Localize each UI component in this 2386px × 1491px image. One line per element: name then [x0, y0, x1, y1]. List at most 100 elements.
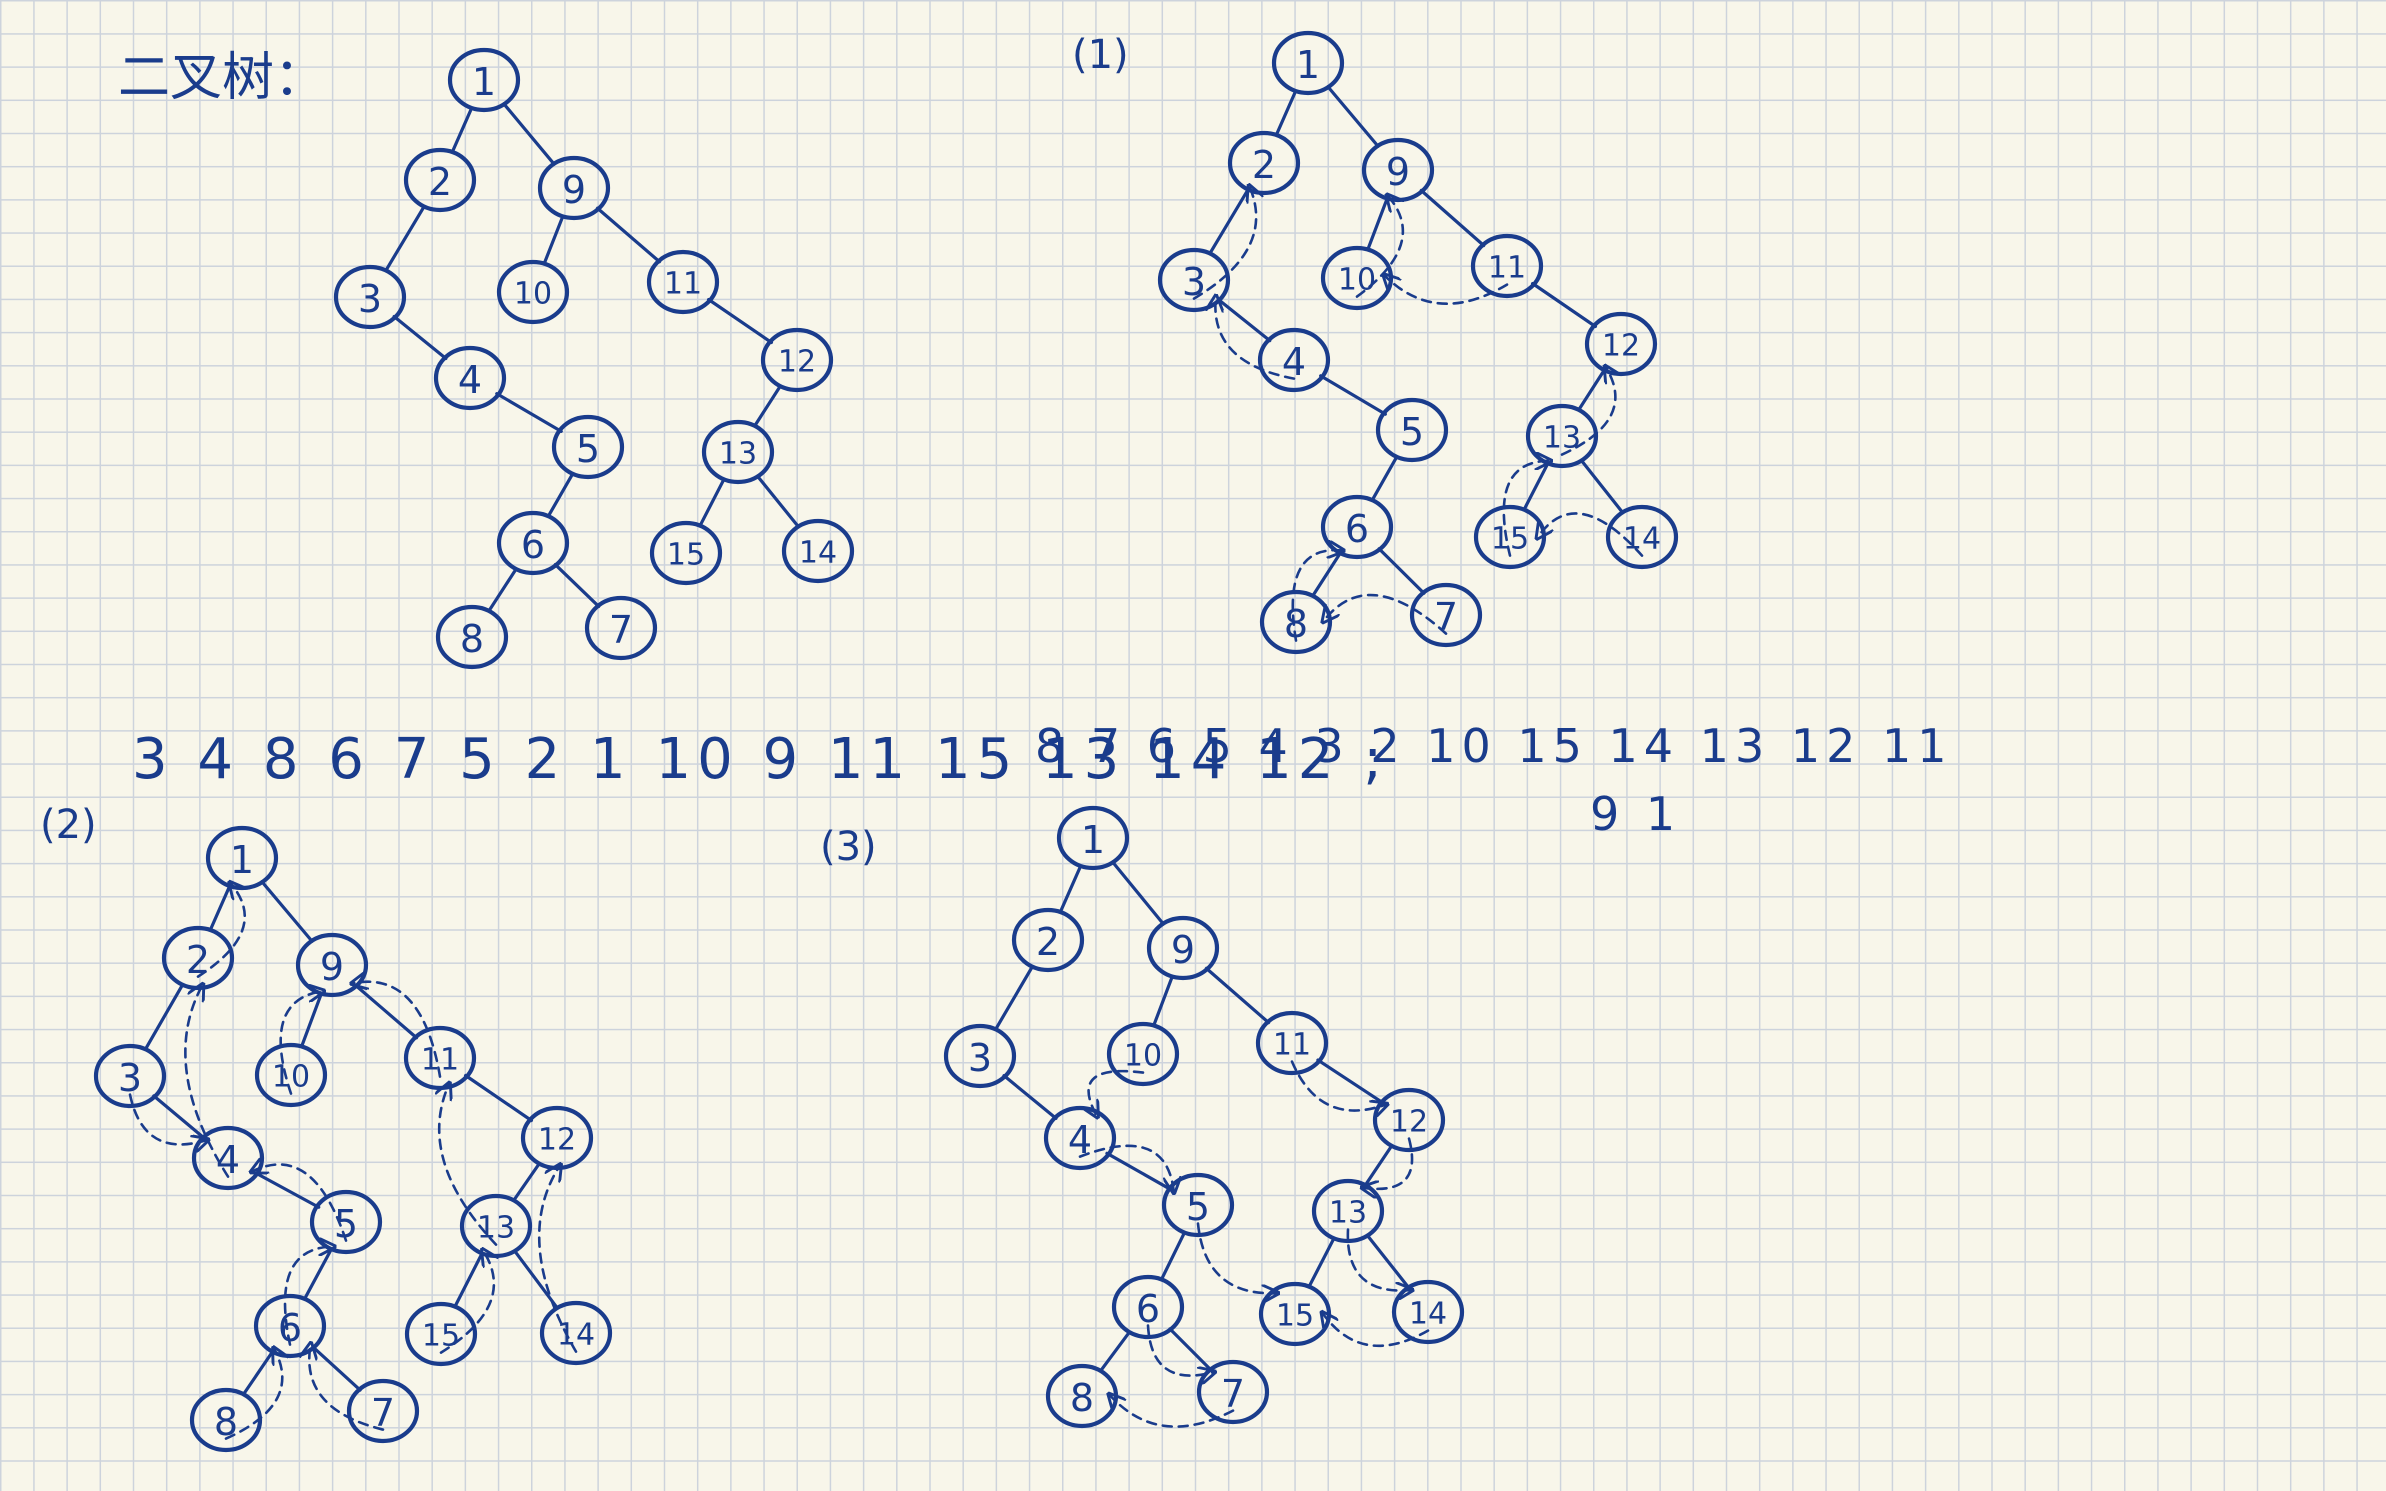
tree-node: 4 — [191, 1125, 265, 1191]
thread-pointer — [224, 1349, 282, 1440]
tree-node: 11 — [403, 1025, 477, 1091]
thread-pointer — [1291, 550, 1342, 642]
node-label: 10 — [1124, 1039, 1162, 1074]
thread-pointer — [1215, 297, 1296, 380]
node-label: 10 — [1338, 263, 1376, 298]
thread-pointer — [1146, 1324, 1213, 1376]
node-circle — [1361, 137, 1435, 203]
node-label: 3 — [118, 1056, 142, 1100]
tree-node: 11 — [646, 249, 720, 315]
thread-pointer — [439, 1084, 498, 1246]
node-label: 7 — [371, 1391, 395, 1435]
tree-edge — [512, 1161, 541, 1203]
tree-node: 1 — [205, 825, 279, 891]
tree-node: 9 — [1361, 137, 1435, 203]
thread-pointer — [1560, 367, 1615, 456]
tree-edge — [706, 297, 774, 345]
thread-pointer — [1355, 196, 1403, 298]
node-label: 13 — [719, 437, 757, 472]
tree-node: 8 — [1259, 589, 1333, 655]
node-circle — [1584, 311, 1658, 377]
tree-node: 4 — [1257, 327, 1331, 393]
node-circle — [1473, 504, 1547, 570]
tree-node: 9 — [537, 155, 611, 221]
node-circle — [1257, 327, 1331, 393]
node-circle — [254, 1042, 328, 1108]
node-circle — [403, 1025, 477, 1091]
tree-edge — [1366, 197, 1389, 251]
node-label: 8 — [1070, 1376, 1094, 1420]
node-label: 12 — [1602, 329, 1640, 364]
node-label: 12 — [1390, 1105, 1428, 1140]
node-circle — [1470, 233, 1544, 299]
node-circle — [1227, 130, 1301, 196]
tree-edge — [311, 1345, 362, 1392]
tree-edge — [253, 1171, 321, 1209]
tree-edge — [1370, 455, 1399, 502]
tree-node: 14 — [781, 518, 855, 584]
node-label: 14 — [557, 1318, 595, 1353]
tree-edge — [542, 215, 565, 265]
thread-pointer — [283, 1247, 333, 1346]
tree-node: 9 — [1146, 915, 1220, 981]
tree-edge — [450, 106, 474, 154]
node-label: 11 — [1273, 1028, 1311, 1063]
node-circle — [161, 925, 235, 991]
node-label: 14 — [1409, 1297, 1447, 1332]
tree-edge — [502, 102, 556, 166]
node-label: 12 — [778, 345, 816, 380]
tree-edge — [453, 1252, 484, 1308]
node-label: 15 — [422, 1319, 460, 1354]
tree-edge — [753, 384, 782, 428]
node-circle — [1196, 1359, 1270, 1425]
node-label: 4 — [1068, 1118, 1092, 1162]
node-circle — [1525, 403, 1599, 469]
tree-node: 15 — [1258, 1281, 1332, 1347]
tree-node: 12 — [1584, 311, 1658, 377]
tree-node: 8 — [189, 1387, 263, 1453]
node-label: 3 — [1182, 260, 1206, 304]
tree-edge — [1326, 85, 1380, 148]
tree-node: 7 — [346, 1378, 420, 1444]
tree-edge — [152, 1094, 206, 1140]
tree-edge — [1363, 1144, 1394, 1187]
node-label: 8 — [460, 617, 484, 661]
node-label: 8 — [214, 1400, 238, 1444]
node-circle — [1056, 805, 1130, 871]
thread-pointer — [1192, 187, 1256, 300]
tree-node: 7 — [1409, 582, 1483, 648]
tree-edge — [1577, 368, 1606, 412]
node-label: 3 — [968, 1036, 992, 1080]
panel-label-3: (3) — [820, 824, 877, 870]
panel-label-1: (1) — [1072, 32, 1129, 78]
node-circle — [537, 155, 611, 221]
tree-edge — [1208, 188, 1250, 255]
tree-edge — [1098, 1330, 1132, 1373]
node-label: 11 — [421, 1043, 459, 1078]
tree-node: 12 — [760, 327, 834, 393]
thread-pointer — [1196, 1222, 1276, 1294]
node-circle — [403, 147, 477, 213]
node-circle — [333, 264, 407, 330]
thread-pointer — [1290, 1060, 1386, 1111]
node-circle — [539, 1300, 613, 1366]
tree-node: 10 — [1106, 1021, 1180, 1087]
node-circle — [1258, 1281, 1332, 1347]
tree-node: 4 — [433, 345, 507, 411]
tree-edge — [553, 562, 601, 609]
tree-edge — [1168, 1327, 1213, 1372]
tree-edge — [546, 472, 575, 518]
tree-node: 2 — [161, 925, 235, 991]
tree-node: 7 — [1196, 1359, 1270, 1425]
node-circle — [520, 1105, 594, 1171]
node-label: 11 — [664, 267, 702, 302]
node-label: 10 — [272, 1060, 310, 1095]
tree-node: 7 — [584, 595, 658, 661]
tree-edge — [1530, 281, 1598, 329]
thread-pointer — [1110, 1395, 1235, 1428]
thread-pointer — [1324, 593, 1448, 635]
tree-node: 12 — [1372, 1087, 1446, 1153]
node-label: 5 — [1186, 1185, 1210, 1229]
tree-node: 3 — [943, 1023, 1017, 1089]
tree-node: 4 — [1043, 1105, 1117, 1171]
